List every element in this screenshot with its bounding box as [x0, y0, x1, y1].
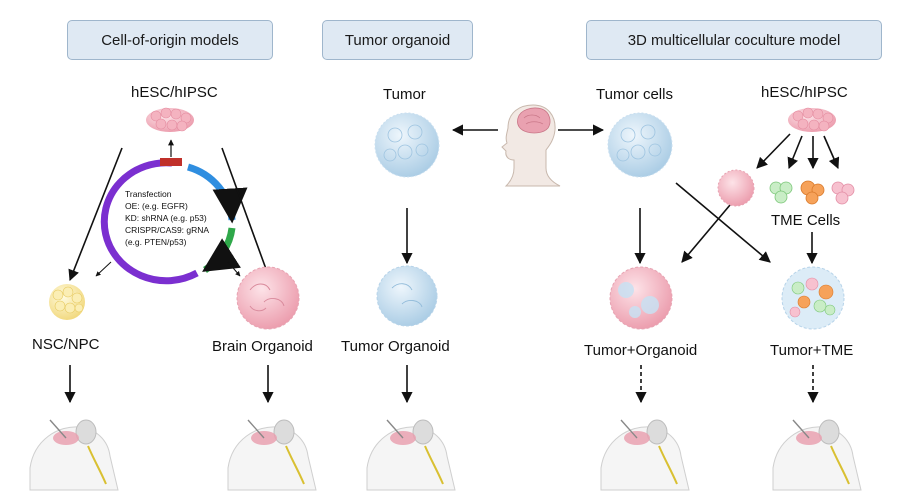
label-tumor: Tumor — [383, 86, 426, 103]
label-nsc-npc: NSC/NPC — [32, 336, 100, 353]
arrow-hesc-right-4 — [823, 135, 840, 170]
transfection-crispr-example: (e.g. PTEN/p53) — [125, 237, 187, 247]
tumor-organoid-icon — [376, 265, 438, 327]
tumor-plus-tme-icon — [781, 266, 845, 330]
mouse-icon — [29, 419, 119, 491]
header-tumor-organoid: Tumor organoid — [322, 20, 473, 60]
mouse-icon — [600, 419, 690, 491]
arrow-cell-to-organoid — [681, 204, 731, 263]
label-tumor-cells: Tumor cells — [596, 86, 673, 103]
arrow-small-to-organoid — [227, 261, 241, 277]
tme-cells-icon — [769, 180, 855, 205]
label-hesc-left: hESC/hIPSC — [131, 84, 218, 101]
stem-cell-cluster-right-icon — [788, 107, 836, 132]
transfection-title: Transfection — [125, 189, 172, 199]
brain-organoid-icon — [236, 266, 300, 330]
header-coculture: 3D multicellular coculture model — [586, 20, 882, 60]
plasmid-ring-icon — [100, 158, 248, 285]
label-brain-organoid: Brain Organoid — [212, 338, 313, 355]
header-cell-of-origin-text: Cell-of-origin models — [101, 31, 239, 49]
arrow-hesc-right-2 — [787, 135, 803, 170]
label-tumor-plus-tme: Tumor+TME — [770, 342, 854, 359]
transfection-kd: KD: shRNA (e.g. p53) — [125, 213, 207, 223]
header-tumor-organoid-text: Tumor organoid — [344, 31, 451, 49]
label-hesc-right: hESC/hIPSC — [761, 84, 848, 101]
header-cell-of-origin: Cell-of-origin models — [67, 20, 273, 60]
mouse-icon — [366, 419, 456, 491]
tumor-cells-sphere-icon — [607, 112, 673, 178]
label-tumor-plus-organoid: Tumor+Organoid — [584, 342, 698, 359]
mouse-icon — [772, 419, 862, 491]
arrow-hesc-right-1 — [756, 133, 791, 169]
human-head-icon — [501, 104, 561, 187]
stem-cell-cluster-left-icon — [146, 107, 194, 132]
arrow-hesc-to-brain-organoid — [221, 147, 272, 282]
tumor-sphere-icon — [374, 112, 440, 178]
arrow-hesc-to-npc — [68, 147, 123, 282]
mouse-icon — [227, 419, 317, 491]
transfection-oe: OE: (e.g. EGFR) — [125, 201, 188, 211]
header-coculture-text: 3D multicellular coculture model — [627, 31, 841, 49]
transfection-crispr: CRISPR/CAS9: gRNA — [125, 225, 210, 235]
label-tme-cells: TME Cells — [771, 212, 841, 229]
label-tumor-organoid: Tumor Organoid — [341, 338, 450, 355]
pink-cell-icon — [717, 169, 755, 207]
npc-cluster-icon — [49, 284, 85, 320]
tumor-plus-organoid-icon — [609, 266, 673, 330]
arrow-small-to-npc — [95, 261, 112, 277]
arrow-tumor-cells-to-tme — [675, 182, 771, 263]
